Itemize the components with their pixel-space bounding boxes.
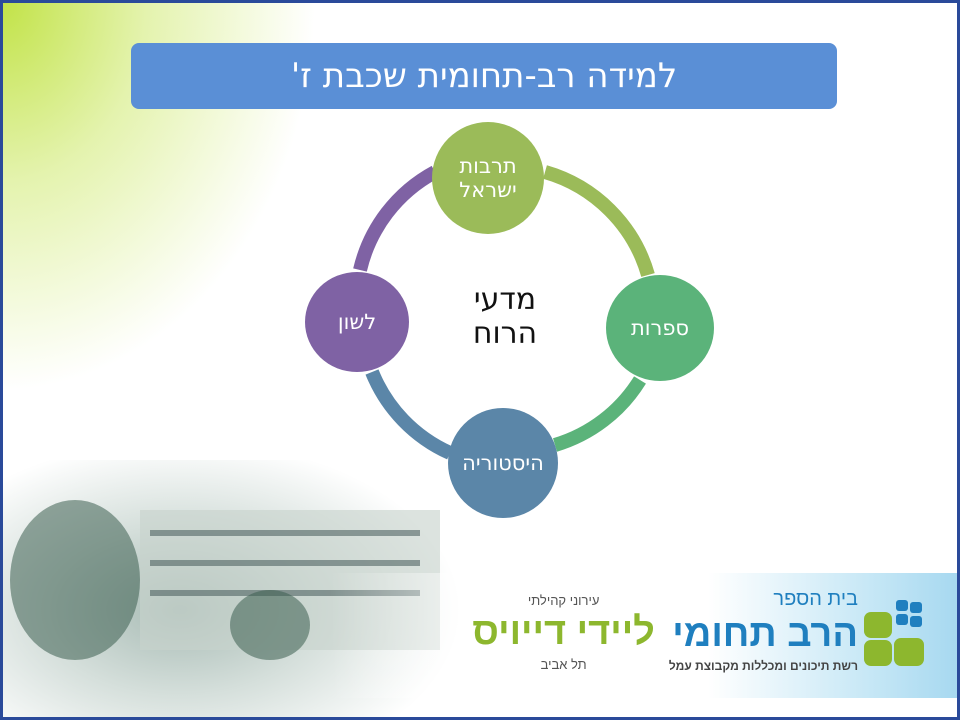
logo-community: עירוני קהילתי xyxy=(527,593,600,608)
node-literature: ספרות xyxy=(606,275,714,381)
center-line: מדעי xyxy=(473,282,537,317)
node-label: היסטוריה xyxy=(462,450,544,475)
school-logo-band xyxy=(330,573,960,698)
node-history: היסטוריה xyxy=(448,408,558,518)
node-label: לשון xyxy=(337,309,377,334)
node-label: תרבות xyxy=(459,153,517,178)
logo-name-block: עירוני קהילתי ליידי דייויס תל אביב xyxy=(472,588,655,672)
logo-network: רשת תיכונים ומכללות מקבוצת עמל xyxy=(668,658,858,673)
logo-school-name: הרב תחומי xyxy=(672,613,858,655)
logo-city: תל אביב xyxy=(540,657,587,673)
node-label: ספרות xyxy=(630,315,690,340)
node-language: לשון xyxy=(305,272,409,372)
arc-blue xyxy=(365,369,453,460)
diagram-center: מדעי הרוח xyxy=(440,283,570,350)
slide-title: למידה רב-תחומית שכבת ז' xyxy=(131,43,837,109)
arc-teal xyxy=(552,376,646,452)
arc-purple xyxy=(353,165,439,272)
node-label: ישראל xyxy=(459,178,517,202)
logo-name: ליידי דייויס xyxy=(472,611,655,654)
center-line: הרוח xyxy=(472,315,538,351)
arc-green xyxy=(542,165,655,278)
school-logo-text: בית הספר הרב תחומי רשת תיכונים ומכללות מ… xyxy=(472,588,858,673)
logo-school-prefix: בית הספר xyxy=(773,588,858,610)
school-logo-icon xyxy=(864,600,926,668)
logo-school-block: בית הספר הרב תחומי רשת תיכונים ומכללות מ… xyxy=(669,588,858,673)
